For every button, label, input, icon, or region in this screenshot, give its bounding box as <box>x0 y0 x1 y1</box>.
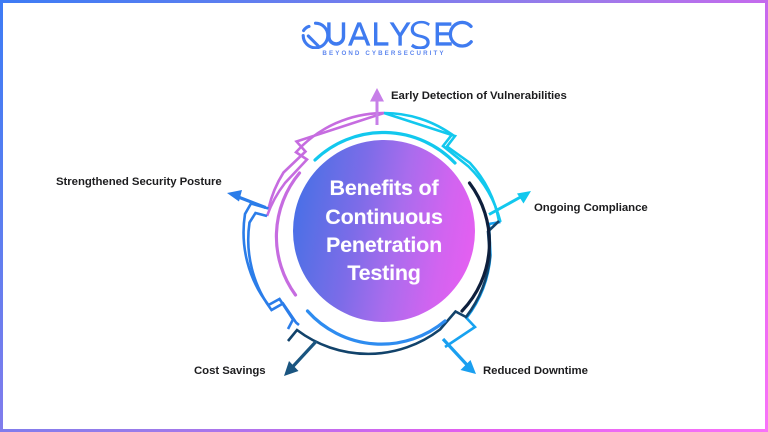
arc-strengthened-security <box>246 211 300 327</box>
arrow-early-detection <box>370 88 384 125</box>
arc-strengthened-security-b <box>242 201 295 330</box>
inner-arc-navy <box>460 181 492 313</box>
label-cost-savings: Cost Savings <box>194 365 266 377</box>
label-reduced-downtime: Reduced Downtime <box>483 365 588 377</box>
label-strengthened-security-posture: Strengthened Security Posture <box>56 176 222 188</box>
arc-cost-savings <box>286 220 500 356</box>
arrow-ongoing-compliance <box>488 191 531 216</box>
arc-ongoing-compliance-b <box>383 111 502 223</box>
center-title: Benefits of Continuous Penetration Testi… <box>325 176 443 286</box>
inner-arc-magenta <box>274 171 302 297</box>
label-ongoing-compliance: Ongoing Compliance <box>534 202 648 214</box>
arc-early-detection-b <box>265 111 385 217</box>
center-circle: Benefits of Continuous Penetration Testi… <box>293 140 475 322</box>
arrow-strengthened-security <box>227 190 267 209</box>
arrow-reduced-downtime <box>441 337 476 374</box>
inner-arc-blue <box>305 309 447 346</box>
label-early-detection: Early Detection of Vulnerabilities <box>391 90 567 102</box>
arrow-cost-savings <box>284 339 318 376</box>
arc-early-detection <box>267 111 385 209</box>
inner-arc-cyan <box>313 130 457 165</box>
